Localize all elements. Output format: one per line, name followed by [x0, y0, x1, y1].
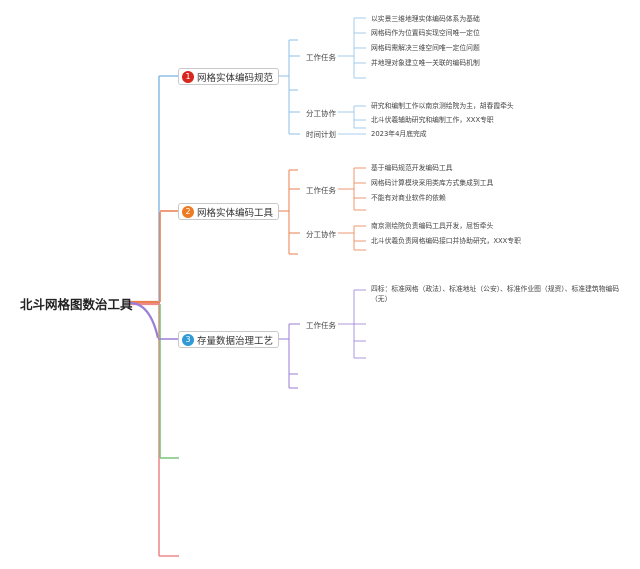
branch-2-work-item-2[interactable]: 网格码计算模块采用类库方式集成到工具 — [371, 179, 494, 187]
branch-1-collab-item-2[interactable]: 北斗伏羲辅助研究和编制工作，XXX专职 — [371, 116, 494, 124]
branch-1-collab-item-1[interactable]: 研究和编制工作以南京测绘院为主，胡春霞牵头 — [371, 102, 514, 110]
branch-1-work-item-1[interactable]: 以实景三维地理实体编码体系为基础 — [371, 15, 480, 23]
branch-1-sub-collab[interactable]: 分工协作 — [306, 109, 336, 118]
branch-1-work-item-2[interactable]: 网格码作为位置码实现空间唯一定位 — [371, 29, 480, 37]
branch-3-label: 存量数据治理工艺 — [197, 335, 274, 347]
branch-2-collab-item-1[interactable]: 南京测绘院负责编码工具开发，屈哲牵头 — [371, 222, 494, 230]
number-badge-2: 2 — [182, 205, 194, 218]
branch-1-sub-plan[interactable]: 时间计划 — [306, 130, 336, 139]
root-connector-purple — [129, 301, 160, 339]
branch-2-work-item-1[interactable]: 基于编码规范开发编码工具 — [371, 164, 453, 172]
branch-1-work-item-4[interactable]: 并地理对象建立唯一关联的编码机制 — [371, 59, 480, 67]
number-badge-1: 1 — [182, 70, 194, 83]
branch-2-sub-collab[interactable]: 分工协作 — [306, 230, 336, 239]
branch-2-work-item-3[interactable]: 不能有对商业软件的依赖 — [371, 194, 446, 202]
branch-2-label: 网格实体编码工具 — [197, 207, 274, 219]
branch-1-topic[interactable]: 1 网格实体编码规范 — [178, 68, 280, 85]
branch-3-work-item-1[interactable]: 四标：标准网格（政法）、标准地址（公安）、标准作业图（规资）、标准建筑物编码（无… — [371, 285, 620, 303]
branch-2-topic[interactable]: 2 网格实体编码工具 — [178, 203, 280, 220]
branch-3-topic[interactable]: 3 存量数据治理工艺 — [178, 331, 280, 348]
root-topic[interactable]: 北斗网格图数治工具 — [20, 297, 133, 312]
branch-2-sub-work[interactable]: 工作任务 — [306, 186, 336, 195]
number-badge-3: 3 — [182, 333, 194, 346]
branch-3-sub-work[interactable]: 工作任务 — [306, 321, 336, 330]
branch-2-collab-item-2[interactable]: 北斗伏羲负责网格编码接口并协助研究，XXX专职 — [371, 237, 521, 245]
branch-1-label: 网格实体编码规范 — [197, 72, 274, 84]
branch-1-sub-work[interactable]: 工作任务 — [306, 53, 336, 62]
branch-1-plan-item-1[interactable]: 2023年4月底完成 — [371, 130, 427, 138]
branch-1-work-item-3[interactable]: 网格码需解决三维空间唯一定位问题 — [371, 44, 480, 52]
